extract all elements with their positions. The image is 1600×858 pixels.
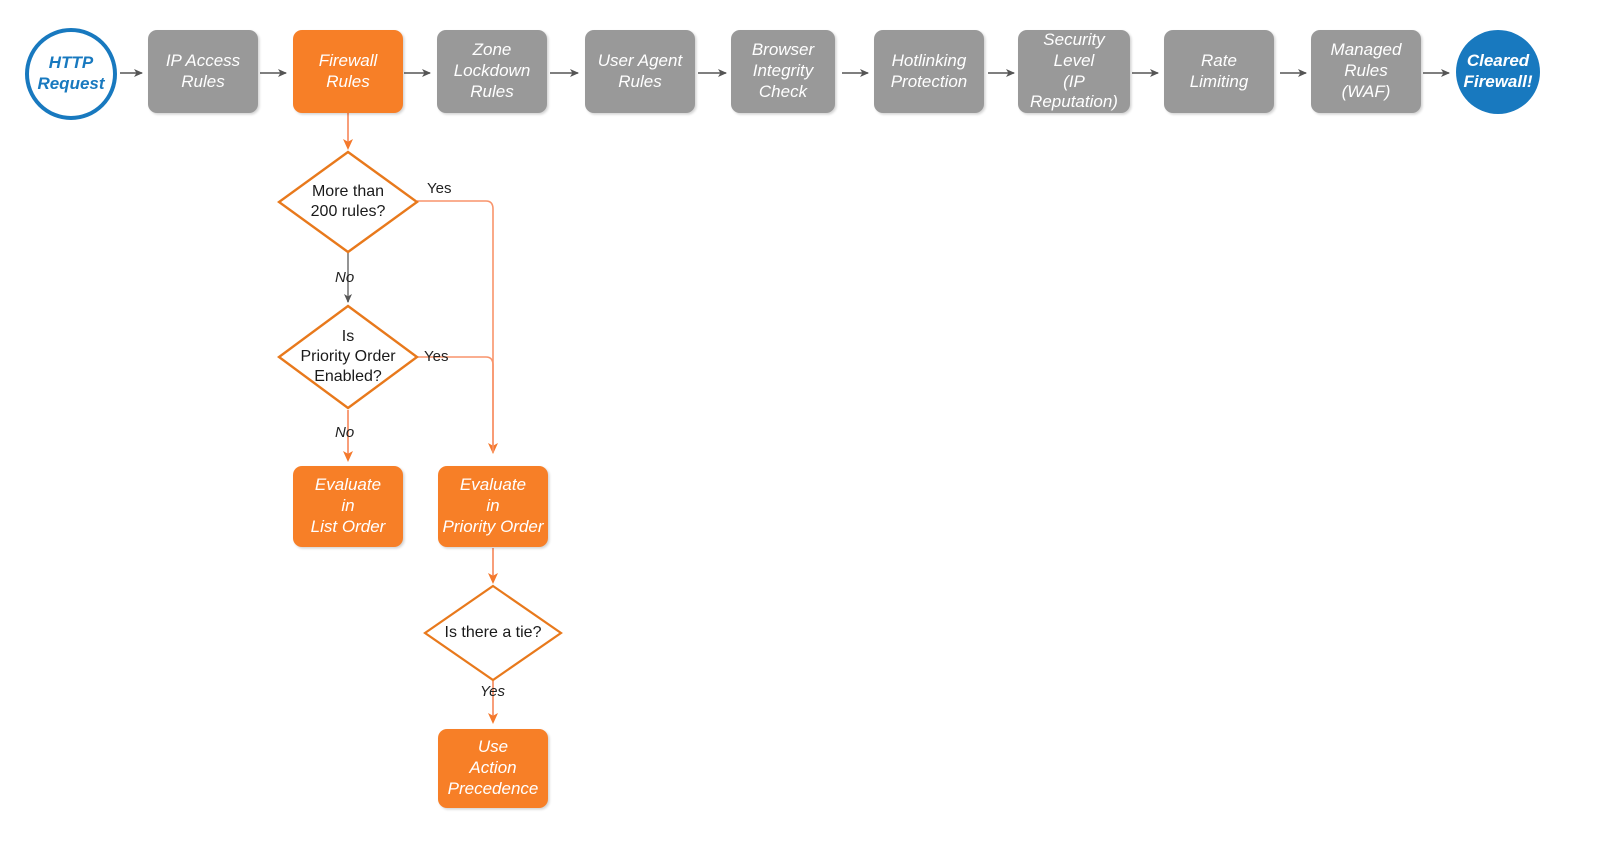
node-browser-integrity-check[interactable]: Browser Integrity Check	[731, 30, 835, 113]
node-firewall-rules[interactable]: Firewall Rules	[293, 30, 403, 113]
node-label: Firewall Rules	[318, 50, 378, 91]
node-user-agent-rules[interactable]: User Agent Rules	[585, 30, 695, 113]
node-is-there-a-tie[interactable]: Is there a tie?	[423, 584, 563, 682]
node-http-request[interactable]: HTTP Request	[25, 28, 117, 120]
node-label: IP Access Rules	[165, 50, 241, 91]
diamond-shape	[277, 150, 419, 254]
node-zone-lockdown-rules[interactable]: Zone Lockdown Rules	[437, 30, 547, 113]
node-more-than-200-rules[interactable]: More than 200 rules?	[277, 150, 419, 254]
node-security-level[interactable]: Security Level (IP Reputation)	[1018, 30, 1130, 113]
node-evaluate-in-priority-order[interactable]: Evaluate in Priority Order	[438, 466, 548, 547]
node-label: Use Action Precedence	[447, 737, 539, 798]
node-is-priority-order-enabled[interactable]: Is Priority Order Enabled?	[277, 304, 419, 410]
node-rate-limiting[interactable]: Rate Limiting	[1164, 30, 1274, 113]
node-managed-rules-waf[interactable]: Managed Rules (WAF)	[1311, 30, 1421, 113]
edge-label-yes-200-rules: Yes	[427, 180, 452, 197]
node-label: Security Level (IP Reputation)	[1030, 30, 1118, 112]
node-label: Browser Integrity Check	[751, 40, 815, 101]
node-cleared-firewall[interactable]: Cleared Firewall!	[1456, 30, 1540, 114]
edge-label-yes-tie: Yes	[480, 683, 506, 700]
node-label: Cleared Firewall!	[1463, 51, 1533, 91]
node-label: User Agent Rules	[597, 50, 683, 91]
diamond-shape	[277, 304, 419, 410]
node-ip-access-rules[interactable]: IP Access Rules	[148, 30, 258, 113]
node-label: Is there a tie?	[444, 624, 542, 641]
yes-priority-order-connector	[417, 356, 494, 452]
yes-200-rules-connector	[417, 200, 498, 454]
node-evaluate-in-list-order[interactable]: Evaluate in List Order	[293, 466, 403, 547]
edge-label-no-200-rules: No	[335, 269, 355, 286]
node-label: Is Priority Order Enabled?	[300, 328, 396, 385]
node-label: Evaluate in List Order	[310, 475, 386, 536]
node-label: Rate Limiting	[1189, 50, 1249, 91]
node-label: More than 200 rules?	[310, 183, 386, 220]
edge-label-no-priority-order: No	[335, 424, 355, 441]
node-label: Hotlinking Protection	[890, 50, 968, 91]
node-label: Managed Rules (WAF)	[1330, 40, 1402, 101]
node-hotlinking-protection[interactable]: Hotlinking Protection	[874, 30, 984, 113]
diamond-shape	[423, 584, 563, 682]
edge-label-yes-priority-order: Yes	[424, 348, 449, 365]
node-use-action-precedence[interactable]: Use Action Precedence	[438, 729, 548, 808]
node-label: HTTP Request	[37, 53, 105, 93]
node-label: Evaluate in Priority Order	[442, 475, 544, 536]
node-label: Zone Lockdown Rules	[453, 40, 531, 101]
